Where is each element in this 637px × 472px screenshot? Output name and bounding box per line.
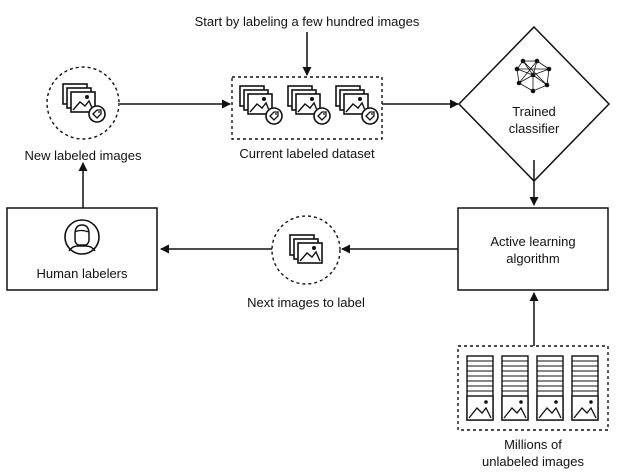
unlabeled-image-stack-icon	[536, 355, 564, 421]
classifier-label-line1: Trained	[512, 104, 556, 119]
unlabeled-image-stack-icon	[571, 355, 599, 421]
unlabeled-image-stack-icon	[466, 355, 494, 421]
unlabeled-images-node	[457, 345, 609, 431]
millions-label-line2: unlabeled images	[482, 454, 584, 469]
start-label: Start by labeling a few hundred images	[194, 14, 420, 29]
human-labelers-node	[6, 207, 158, 291]
neural-network-icon	[514, 58, 552, 94]
classifier-label-line2: classifier	[508, 121, 560, 136]
person-avatar-icon	[64, 219, 100, 255]
active-learning-label-line1: Active learning	[490, 234, 576, 249]
unlabeled-image-stack-icon	[501, 355, 529, 421]
millions-label-line1: Millions of	[504, 437, 562, 452]
current-dataset-label: Current labeled dataset	[239, 146, 375, 161]
next-images-label: Next images to label	[247, 295, 365, 310]
current-dataset-node	[231, 76, 383, 140]
new-labeled-label: New labeled images	[24, 148, 142, 163]
new-labeled-images-node	[46, 66, 120, 140]
human-labelers-label: Human labelers	[36, 266, 128, 281]
active-learning-label-line2: algorithm	[506, 251, 560, 266]
image-stack-icon	[289, 234, 323, 264]
next-images-node	[271, 215, 341, 285]
